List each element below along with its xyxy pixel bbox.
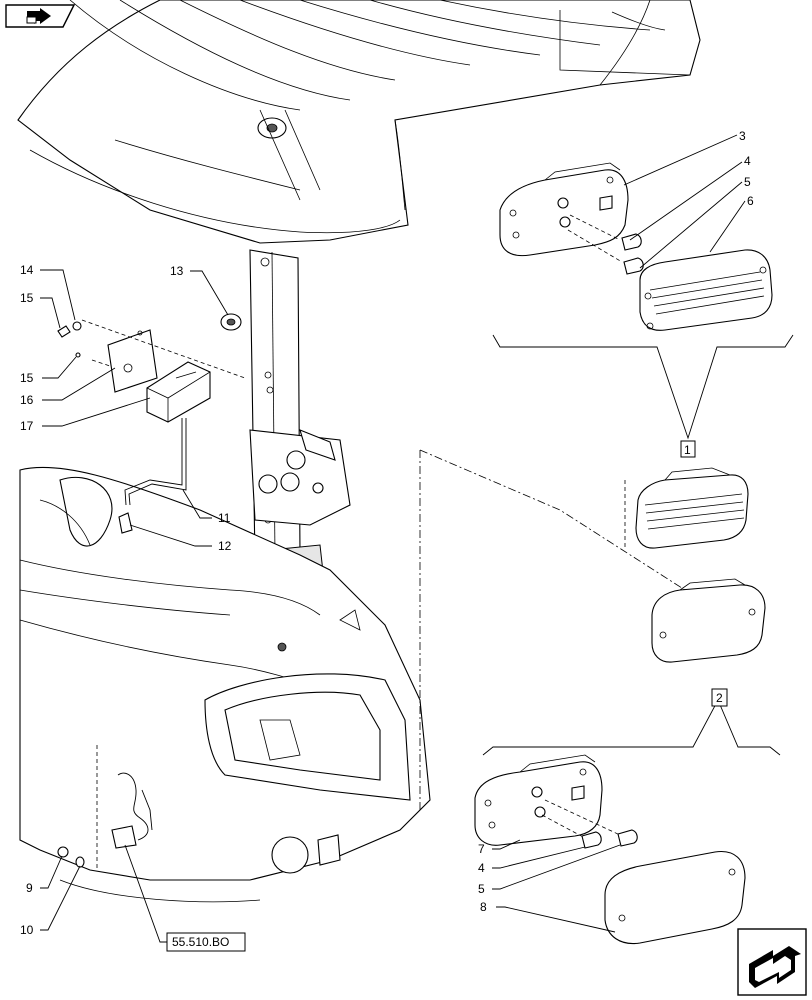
leader-lines <box>40 134 746 943</box>
assembled-lamp-2 <box>651 578 766 663</box>
callout-3: 3 <box>739 129 746 143</box>
callout-labels: 3 4 5 6 14 15 15 16 17 13 11 12 7 4 5 8 … <box>20 129 754 937</box>
cab-roof <box>17 0 701 244</box>
callout-13: 13 <box>170 264 184 278</box>
reference-link-text: 55.510.BO <box>172 935 229 949</box>
projection-line-main <box>419 449 686 591</box>
arrow-right-icon <box>737 928 807 996</box>
arrow-left-icon <box>5 4 75 28</box>
callout-14: 14 <box>20 263 34 277</box>
callout-16: 16 <box>20 393 34 407</box>
callout-5-top: 5 <box>744 175 751 189</box>
callout-10: 10 <box>20 923 34 937</box>
group-label-2-text: 2 <box>716 691 723 705</box>
callout-12: 12 <box>218 539 232 553</box>
callout-4-bottom: 4 <box>478 861 485 875</box>
callout-4-top: 4 <box>744 154 751 168</box>
callout-6: 6 <box>747 194 754 208</box>
assembled-lamp-1 <box>635 467 749 549</box>
next-page-button[interactable] <box>737 928 807 996</box>
callout-11: 11 <box>218 511 231 525</box>
callout-15-bottom: 15 <box>20 371 34 385</box>
callout-8: 8 <box>480 900 487 914</box>
group-label-2: 2 <box>711 688 728 707</box>
rear-lamp-group-1 <box>492 162 794 440</box>
work-light-assembly <box>57 313 246 534</box>
callout-15-top: 15 <box>20 291 34 305</box>
group-label-1: 1 <box>680 440 696 458</box>
callout-17: 17 <box>20 419 34 433</box>
callout-7: 7 <box>478 842 485 856</box>
reference-link-55-510-bo[interactable]: 55.510.BO <box>166 932 246 952</box>
lamp-group-2 <box>474 698 781 945</box>
group-label-1-text: 1 <box>684 443 691 457</box>
prev-page-button[interactable] <box>5 4 75 28</box>
callout-9: 9 <box>26 881 33 895</box>
cab-body <box>19 466 431 903</box>
callout-5-bottom: 5 <box>478 882 485 896</box>
harness-assembly <box>57 745 153 870</box>
